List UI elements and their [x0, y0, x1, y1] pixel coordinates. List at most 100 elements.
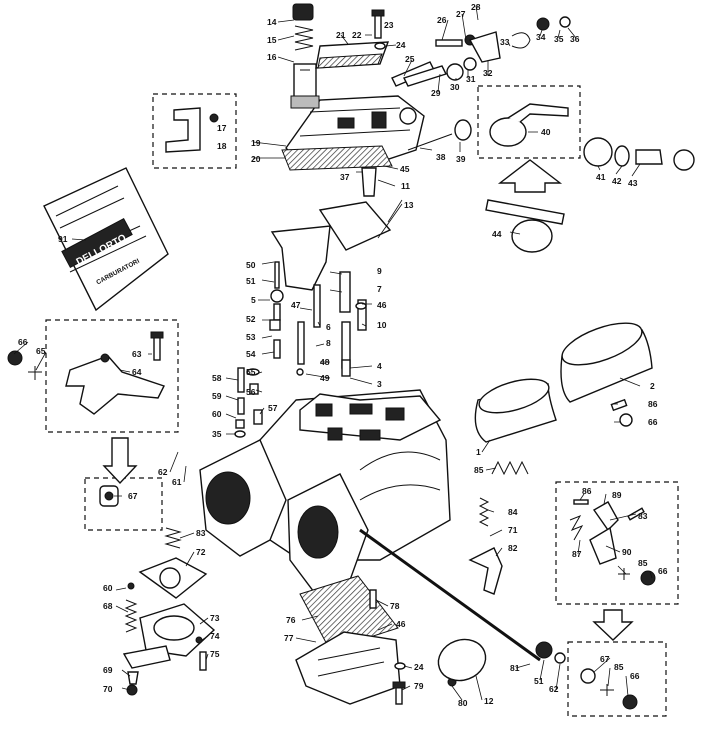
callout-label: 41: [596, 172, 606, 182]
washer-24: [374, 42, 386, 50]
callout-label: 35: [554, 34, 564, 44]
callout-label: 8: [326, 338, 331, 348]
inset-box-banjo: [477, 85, 581, 159]
spring-84: [478, 497, 490, 527]
callout-label: 42: [612, 176, 622, 186]
callout-label: 16: [267, 52, 277, 62]
callout-label: 28: [471, 2, 481, 12]
callout-label: 46: [377, 300, 387, 310]
callout-label: 32: [483, 68, 493, 78]
throttle-lever-82: [468, 547, 503, 595]
inset-box-filter-bracket: [152, 93, 237, 169]
throttle-disc-12: [437, 638, 487, 682]
callout-label: 78: [390, 601, 400, 611]
inset-box-pump-lever: [45, 319, 179, 433]
screw-75: [199, 651, 207, 671]
lever-detail-inset: [580, 668, 638, 710]
callout-label: 66: [648, 417, 658, 427]
callout-label: 20: [251, 154, 261, 164]
float-bowl-cover: [285, 95, 425, 165]
callout-label: 69: [103, 665, 113, 675]
callout-label: 83: [638, 511, 648, 521]
callout-label: 12: [484, 696, 494, 706]
callout-label: 68: [103, 601, 113, 611]
callout-label: 36: [570, 34, 580, 44]
ball-60: [127, 582, 135, 590]
inset-box-lever-detail: [567, 641, 667, 717]
filter-cover: [315, 41, 390, 69]
callout-label: 13: [404, 200, 414, 210]
callout-label: 67: [128, 491, 138, 501]
banjo-assembly-40: [489, 103, 569, 147]
callout-label: 18: [217, 141, 227, 151]
callout-label: 14: [267, 17, 277, 27]
filter-housing-41: [583, 137, 695, 171]
throttle-sleeve-2: [560, 322, 653, 403]
callout-label: 85: [614, 662, 624, 672]
callout-label: 51: [246, 276, 256, 286]
callout-label: 80: [458, 698, 468, 708]
callout-label: 2: [650, 381, 655, 391]
arrow-to-pump-washer: [102, 437, 138, 485]
callout-label: 60: [212, 409, 222, 419]
callout-label: 60: [103, 583, 113, 593]
jet-69: [127, 671, 139, 685]
callout-label: 49: [320, 373, 330, 383]
inset-box-throttle-lever: [555, 481, 679, 605]
screw-79: [392, 681, 406, 705]
callout-label: 30: [450, 82, 460, 92]
callout-label: 44: [492, 229, 502, 239]
callout-label: 65: [36, 346, 46, 356]
spring-85: [491, 460, 529, 476]
callout-label: 51: [534, 676, 544, 686]
callout-label: 11: [401, 181, 410, 191]
callout-label: 25: [405, 54, 415, 64]
callout-label: 15: [267, 35, 277, 45]
callout-label: 27: [456, 9, 466, 19]
needle-valve-11: [361, 167, 377, 197]
filter-bracket: [165, 107, 219, 153]
callout-label: 39: [456, 154, 466, 164]
idle-screw-86: [610, 398, 633, 427]
callout-label: 86: [648, 399, 658, 409]
callout-label: 58: [212, 373, 222, 383]
pump-cover-73: [122, 603, 216, 669]
throttle-spindle-81: [359, 528, 566, 664]
callout-label: 62: [158, 467, 168, 477]
pump-spring: [294, 25, 314, 51]
callout-label: 66: [18, 337, 28, 347]
gasket-kit-card: DELLORTO CARBURATORI: [43, 167, 169, 312]
callout-label: 73: [210, 613, 220, 623]
screw-23: [371, 9, 385, 39]
callout-label: 64: [132, 367, 142, 377]
callout-label: 17: [217, 123, 227, 133]
callout-label: 1: [476, 447, 481, 457]
callout-label: 38: [436, 152, 446, 162]
callout-label: 29: [431, 88, 441, 98]
pump-cap: [292, 3, 314, 21]
callout-label: 34: [536, 32, 546, 42]
callout-label: 53: [246, 332, 256, 342]
spring-68: [124, 599, 138, 633]
callout-label: 24: [414, 662, 424, 672]
callout-label: 91: [58, 234, 68, 244]
callout-label: 66: [658, 566, 668, 576]
callout-label: 86: [582, 486, 592, 496]
callout-label: 87: [572, 549, 582, 559]
callout-label: 5: [251, 295, 256, 305]
callout-label: 57: [268, 403, 278, 413]
callout-label: 33: [500, 37, 510, 47]
callout-label: 56: [246, 387, 256, 397]
callout-label: 71: [508, 525, 518, 535]
callout-label: 89: [612, 490, 622, 500]
callout-label: 90: [622, 547, 632, 557]
screw-74: [195, 636, 203, 644]
banjo-inset-44: [485, 199, 565, 253]
callout-label: 82: [508, 543, 518, 553]
carburettor-body: [199, 389, 451, 593]
callout-label: 45: [400, 164, 410, 174]
callout-label: 4: [377, 361, 382, 371]
air-screw-29: [403, 65, 447, 87]
arrow-to-lever-detail: [592, 609, 634, 641]
